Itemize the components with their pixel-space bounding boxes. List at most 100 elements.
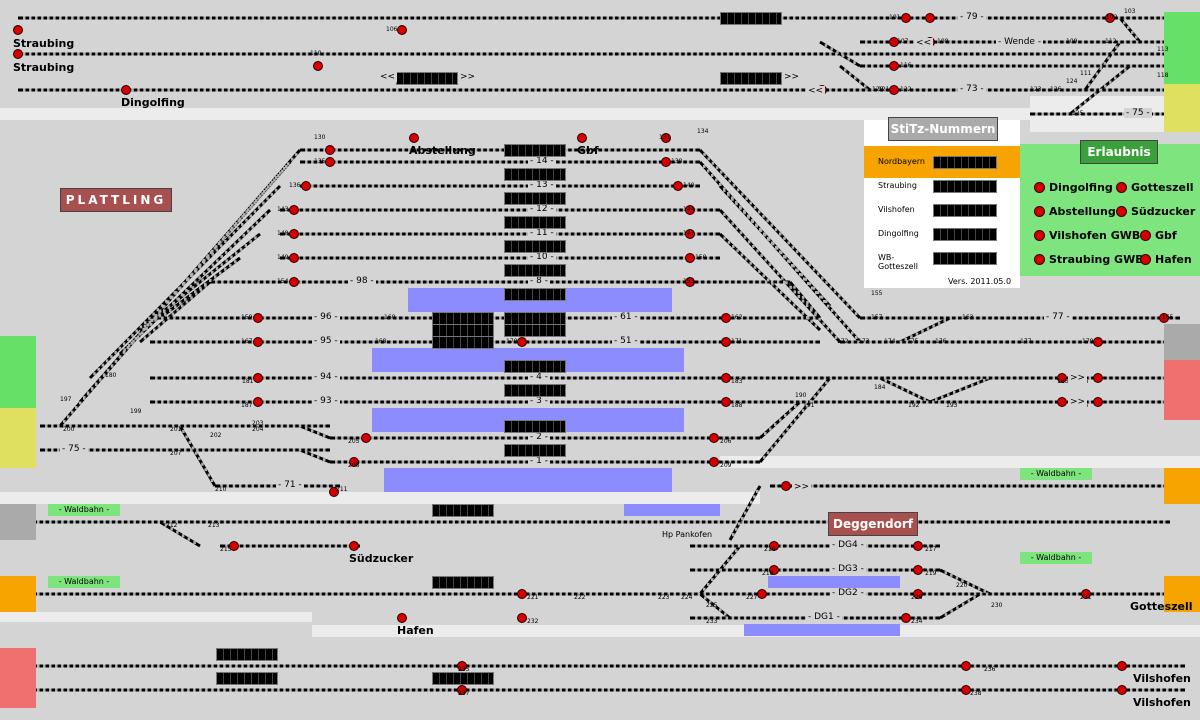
signal-light[interactable]	[397, 25, 407, 35]
signal-light[interactable]	[289, 277, 299, 287]
signal-light[interactable]	[757, 589, 767, 599]
signal-light[interactable]	[661, 133, 671, 143]
signal-light[interactable]	[769, 565, 779, 575]
signal-light[interactable]	[313, 61, 323, 71]
signal-light[interactable]	[1081, 589, 1091, 599]
signal-light[interactable]	[925, 13, 935, 23]
signal-light[interactable]	[721, 373, 731, 383]
train-number-display[interactable]	[504, 144, 566, 157]
signal-light[interactable]	[289, 205, 299, 215]
signal-light[interactable]	[685, 253, 695, 263]
signal-light[interactable]	[289, 253, 299, 263]
signal-light[interactable]	[13, 49, 23, 59]
erlaubnis-item[interactable]: Gotteszell	[1116, 181, 1194, 194]
train-number-display[interactable]	[933, 156, 997, 169]
train-number-display[interactable]	[216, 672, 278, 685]
side-box-red-right[interactable]	[1164, 360, 1200, 420]
signal-light[interactable]	[721, 337, 731, 347]
signal-light[interactable]	[349, 457, 359, 467]
signal-light[interactable]	[901, 613, 911, 623]
signal-light[interactable]	[769, 541, 779, 551]
signal-light[interactable]	[121, 85, 131, 95]
erlaubnis-item[interactable]: Gbf	[1140, 229, 1177, 242]
side-box-orange-right-2[interactable]	[1164, 576, 1200, 612]
direction-arrow[interactable]: <<	[378, 72, 398, 82]
signal-light[interactable]	[253, 373, 263, 383]
train-number-display[interactable]	[933, 204, 997, 217]
train-number-display[interactable]	[396, 72, 458, 85]
signal-light[interactable]	[1057, 397, 1067, 407]
signal-light[interactable]	[517, 589, 527, 599]
erlaubnis-item[interactable]: Dingolfing	[1034, 181, 1113, 194]
signal-light[interactable]	[517, 337, 527, 347]
train-number-display[interactable]	[720, 72, 782, 85]
signal-light[interactable]	[1093, 397, 1103, 407]
signal-light[interactable]	[961, 661, 971, 671]
train-number-display[interactable]	[933, 252, 997, 265]
signal-light[interactable]	[253, 313, 263, 323]
signal-light[interactable]	[301, 181, 311, 191]
signal-light[interactable]	[229, 541, 239, 551]
signal-light[interactable]	[457, 685, 467, 695]
signal-light[interactable]	[889, 61, 899, 71]
signal-light[interactable]	[349, 541, 359, 551]
signal-light[interactable]	[901, 13, 911, 23]
train-number-display[interactable]	[504, 444, 566, 457]
signal-light[interactable]	[685, 205, 695, 215]
direction-arrow[interactable]: >>	[1068, 373, 1088, 383]
signal-light[interactable]	[577, 133, 587, 143]
signal-light[interactable]	[709, 457, 719, 467]
signal-light[interactable]	[685, 277, 695, 287]
signal-light[interactable]	[661, 157, 671, 167]
direction-arrow[interactable]: >>	[792, 482, 812, 492]
signal-light[interactable]	[13, 25, 23, 35]
signal-light[interactable]	[1105, 13, 1115, 23]
signal-light[interactable]	[289, 229, 299, 239]
signal-light[interactable]	[1093, 337, 1103, 347]
track-diagonal[interactable]	[879, 376, 931, 404]
signal-light[interactable]	[913, 589, 923, 599]
train-number-display[interactable]	[504, 288, 566, 301]
train-number-display[interactable]	[504, 216, 566, 229]
erlaubnis-item[interactable]: Abstellung	[1034, 205, 1116, 218]
side-box-yellow-left[interactable]	[0, 408, 36, 468]
direction-arrow[interactable]: >>	[1068, 397, 1088, 407]
track-diagonal[interactable]	[1083, 41, 1122, 91]
signal-light[interactable]	[889, 85, 899, 95]
signal-light[interactable]	[1093, 373, 1103, 383]
side-box-red-left[interactable]	[0, 648, 36, 708]
signal-light[interactable]	[1117, 661, 1127, 671]
signal-light[interactable]	[253, 397, 263, 407]
signal-light[interactable]	[325, 157, 335, 167]
signal-light[interactable]	[517, 613, 527, 623]
train-number-display[interactable]	[504, 384, 566, 397]
erlaubnis-item[interactable]: Südzucker	[1116, 205, 1195, 218]
signal-light[interactable]	[961, 685, 971, 695]
side-box-orange-right[interactable]	[1164, 468, 1200, 504]
signal-light[interactable]	[889, 37, 899, 47]
signal-light[interactable]	[457, 661, 467, 671]
direction-arrow[interactable]: <<	[806, 86, 826, 96]
signal-light[interactable]	[781, 481, 791, 491]
train-number-display[interactable]	[933, 180, 997, 193]
signal-light[interactable]	[721, 313, 731, 323]
side-box-yellow-top[interactable]	[1164, 84, 1200, 132]
train-number-display[interactable]	[504, 192, 566, 205]
erlaubnis-item[interactable]: Straubing GWB	[1034, 253, 1144, 266]
train-number-display[interactable]	[504, 240, 566, 253]
train-number-display[interactable]	[432, 504, 494, 517]
train-number-display[interactable]	[432, 312, 494, 325]
train-number-display[interactable]	[504, 168, 566, 181]
signal-light[interactable]	[721, 397, 731, 407]
signal-light[interactable]	[673, 181, 683, 191]
signal-light[interactable]	[1159, 313, 1169, 323]
train-number-display[interactable]	[504, 264, 566, 277]
signal-light[interactable]	[685, 229, 695, 239]
signal-light[interactable]	[361, 433, 371, 443]
train-number-display[interactable]	[504, 360, 566, 373]
train-number-display[interactable]	[432, 672, 494, 685]
track-diagonal[interactable]	[939, 568, 991, 596]
erlaubnis-item[interactable]: Hafen	[1140, 253, 1192, 266]
side-box-green-top[interactable]	[1164, 12, 1200, 84]
signal-light[interactable]	[913, 565, 923, 575]
